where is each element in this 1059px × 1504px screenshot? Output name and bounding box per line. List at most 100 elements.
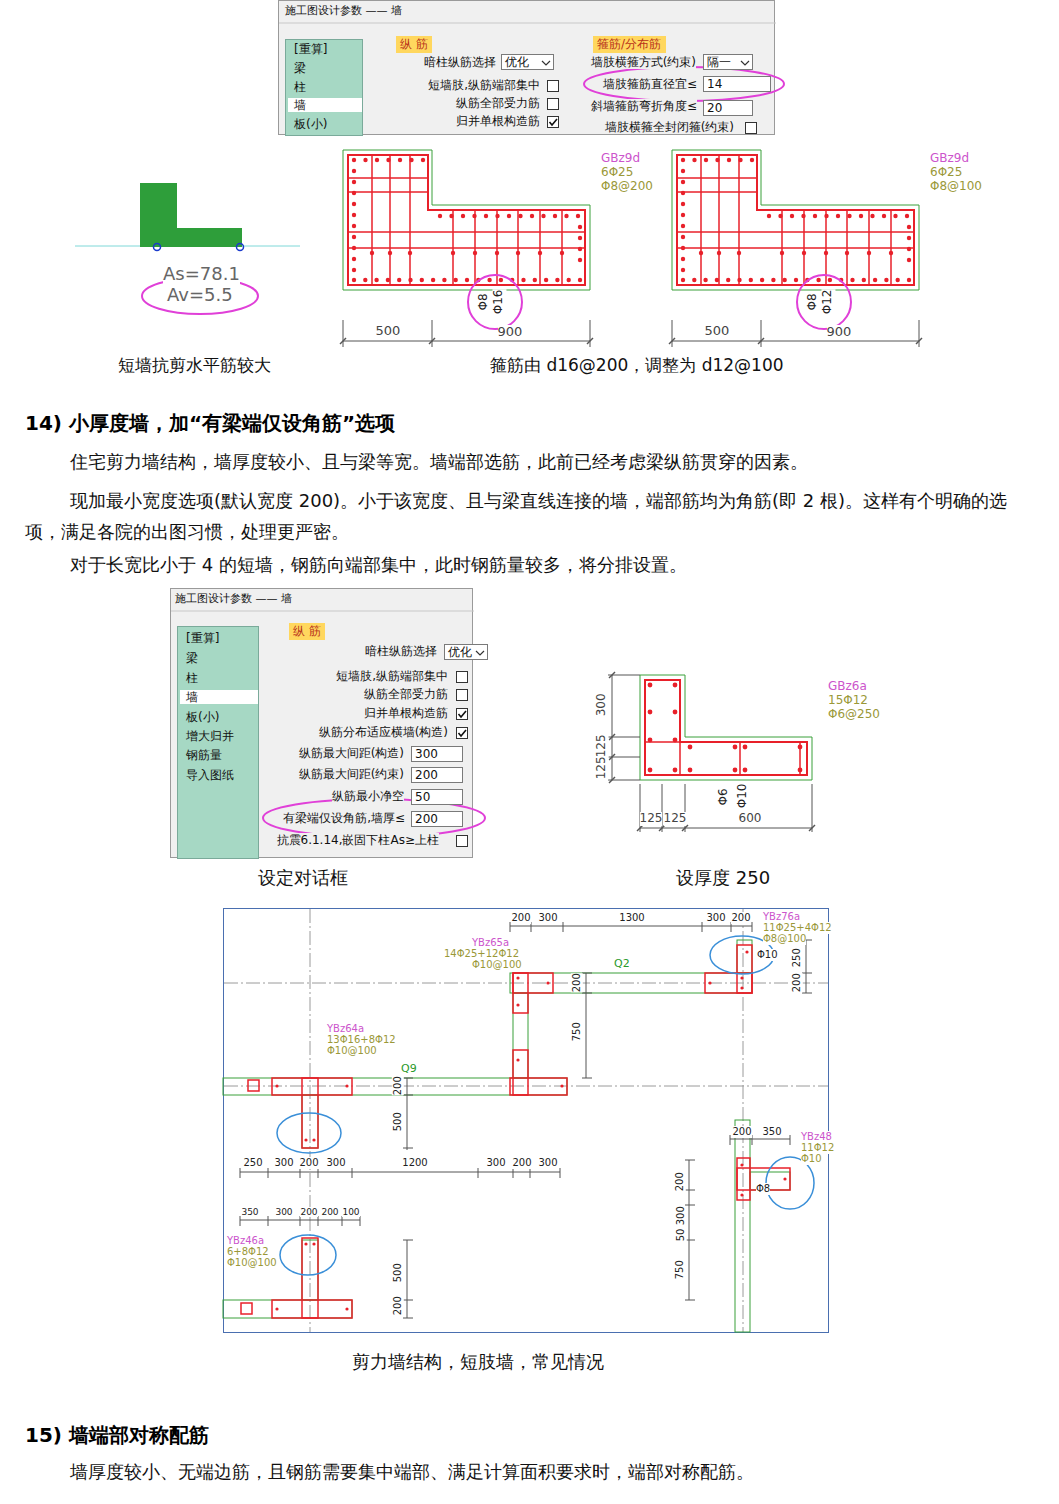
rect-shape xyxy=(513,973,528,1013)
text-label: GBz6a xyxy=(828,680,867,694)
option-label: 纵筋分布适应横墙(构造) xyxy=(319,725,448,739)
text-label: 6Φ25 xyxy=(601,166,633,180)
text-label: Φ10@100 xyxy=(327,1045,377,1057)
rebar-dot xyxy=(681,169,685,173)
group-tag: 箍筋/分布筋 xyxy=(593,36,666,53)
text-label: 1300 xyxy=(619,912,644,924)
input-box: 200 xyxy=(411,811,463,827)
line xyxy=(539,210,541,285)
checkbox xyxy=(548,117,559,128)
line xyxy=(806,940,807,993)
text-label: 6+8Φ12 xyxy=(227,1246,269,1258)
line xyxy=(240,1168,241,1178)
text-label: 11Φ25+4Φ12 xyxy=(763,922,832,934)
wall-rebar-drawing xyxy=(669,150,922,347)
rect-shape xyxy=(302,1095,318,1148)
rebar-dot xyxy=(578,236,582,240)
highlight-ellipse xyxy=(584,67,784,101)
rebar-dot xyxy=(847,214,851,218)
text-label: 900 xyxy=(498,325,523,340)
outline xyxy=(645,680,807,775)
line xyxy=(679,742,681,775)
line xyxy=(510,922,511,932)
line xyxy=(240,1216,241,1226)
rebar-dot xyxy=(544,278,548,282)
rebar-dot xyxy=(760,278,764,282)
line xyxy=(659,825,665,831)
dimension-text: 200 xyxy=(791,973,803,992)
text-label: 125 xyxy=(640,812,663,826)
line xyxy=(582,1078,592,1079)
line xyxy=(452,210,454,285)
rebar-dot xyxy=(715,158,719,162)
rebar-dot xyxy=(352,268,356,272)
checkmark xyxy=(459,730,467,736)
option-label: 施工图设计参数 —— 墙 xyxy=(175,592,292,605)
rebar-dot xyxy=(312,1138,315,1141)
line xyxy=(702,922,703,932)
rebar-dot xyxy=(345,1307,348,1310)
rebar-dot xyxy=(907,225,911,229)
line xyxy=(682,825,688,831)
input-value: 200 xyxy=(415,768,438,782)
rebar-dot xyxy=(703,278,707,282)
rebar-dot xyxy=(386,278,390,282)
rect-shape xyxy=(737,945,752,993)
line xyxy=(171,611,474,612)
line xyxy=(825,210,827,285)
rect-shape xyxy=(248,1080,259,1091)
line xyxy=(752,1135,753,1145)
text-label: 350 xyxy=(762,1126,781,1138)
rebar-dot xyxy=(499,278,503,282)
rebar-dot xyxy=(546,981,549,984)
rebar-dot xyxy=(681,202,685,206)
text-label: 500 xyxy=(705,324,730,339)
line xyxy=(672,341,919,342)
line xyxy=(352,1168,353,1178)
rebar-dot xyxy=(828,278,832,282)
rebar-dot xyxy=(516,976,519,979)
line xyxy=(389,155,391,285)
rebar-dot xyxy=(449,214,453,218)
line xyxy=(310,909,311,1332)
rect-shape xyxy=(157,228,242,247)
rebar-dot xyxy=(780,251,784,255)
rebar-dot xyxy=(275,1084,278,1087)
line xyxy=(809,825,815,831)
input-value: 14 xyxy=(707,77,722,91)
rebar-dot xyxy=(576,214,580,218)
menu-item: 梁 xyxy=(186,651,198,665)
dimension-text: 500 xyxy=(392,1263,404,1282)
line xyxy=(890,210,892,285)
rebar-dot xyxy=(484,214,488,218)
dimension-text: 125 xyxy=(594,757,608,780)
rebar-dot xyxy=(386,158,390,162)
rebar-dot xyxy=(352,246,356,250)
line xyxy=(685,1190,695,1191)
line xyxy=(846,210,848,285)
option-label: 短墙肢,纵筋端部集中 xyxy=(336,669,448,683)
checkbox xyxy=(457,690,468,701)
text-label: Φ6@250 xyxy=(828,708,880,722)
option-label: 抗震6.1.14,嵌固下柱As≥上柱 xyxy=(277,833,440,847)
text-label: 300 xyxy=(486,1157,505,1169)
line xyxy=(517,210,519,285)
line xyxy=(582,993,592,994)
line xyxy=(689,1160,690,1300)
rebar-dot xyxy=(370,251,374,255)
rebar-dot xyxy=(794,278,798,282)
rebar-dot xyxy=(421,158,425,162)
line xyxy=(496,210,498,285)
line xyxy=(677,247,914,249)
rebar-dot xyxy=(461,214,465,218)
text-label: 1200 xyxy=(402,1157,427,1169)
text-label: Φ8@100 xyxy=(930,180,982,194)
rebar-dot xyxy=(882,214,886,218)
short-wall-model xyxy=(75,183,300,314)
text-label: 6Φ25 xyxy=(930,166,962,180)
rebar-dot xyxy=(495,251,499,255)
text-label: 300 xyxy=(538,912,557,924)
option-label: 纵筋全部受力筋 xyxy=(456,96,540,110)
text-label: 13Φ16+8Φ12 xyxy=(327,1034,396,1046)
line xyxy=(348,247,585,249)
